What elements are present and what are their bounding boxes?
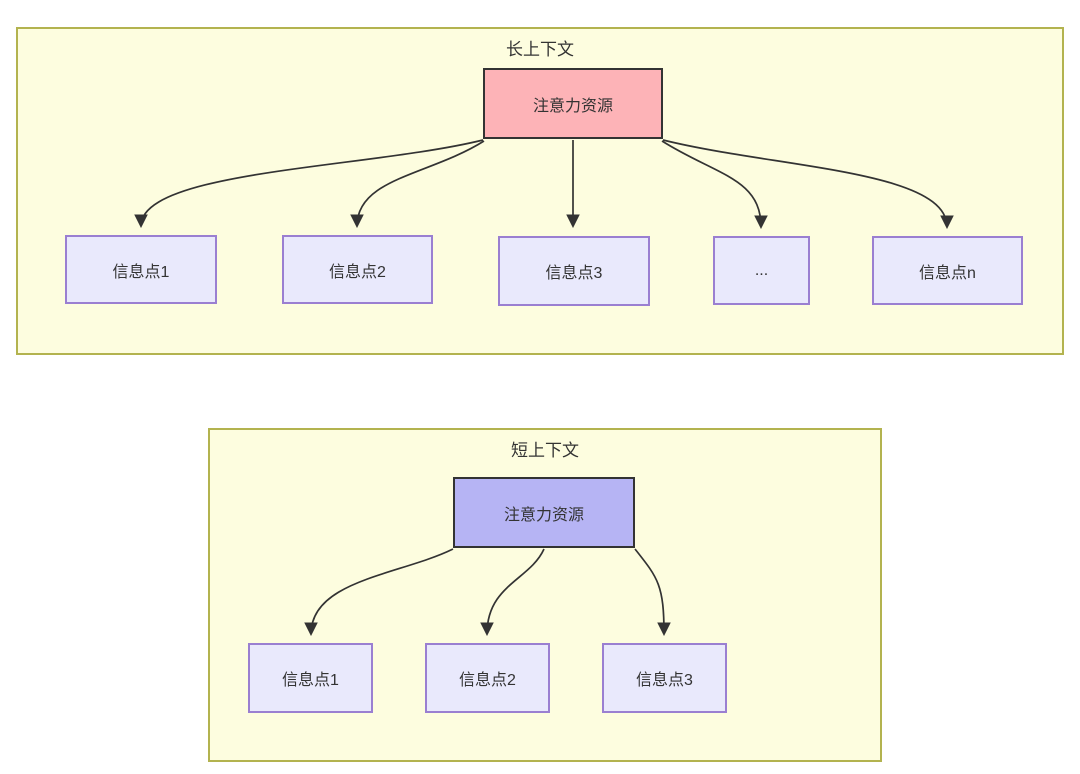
long-context-title: 长上下文 [506, 40, 574, 59]
info-node-short-1: 信息点1 [248, 643, 373, 713]
info-node-long-1: 信息点1 [65, 235, 217, 304]
info-node-long-n: 信息点n [872, 236, 1023, 305]
info-node-long-2: 信息点2 [282, 235, 433, 304]
attention-node-long: 注意力资源 [483, 68, 663, 139]
short-context-title: 短上下文 [511, 441, 579, 460]
info-node-long-3: 信息点3 [498, 236, 650, 306]
info-node-short-2: 信息点2 [425, 643, 550, 713]
info-node-long-ellipsis: ... [713, 236, 810, 305]
info-node-short-3: 信息点3 [602, 643, 727, 713]
attention-node-short: 注意力资源 [453, 477, 635, 548]
